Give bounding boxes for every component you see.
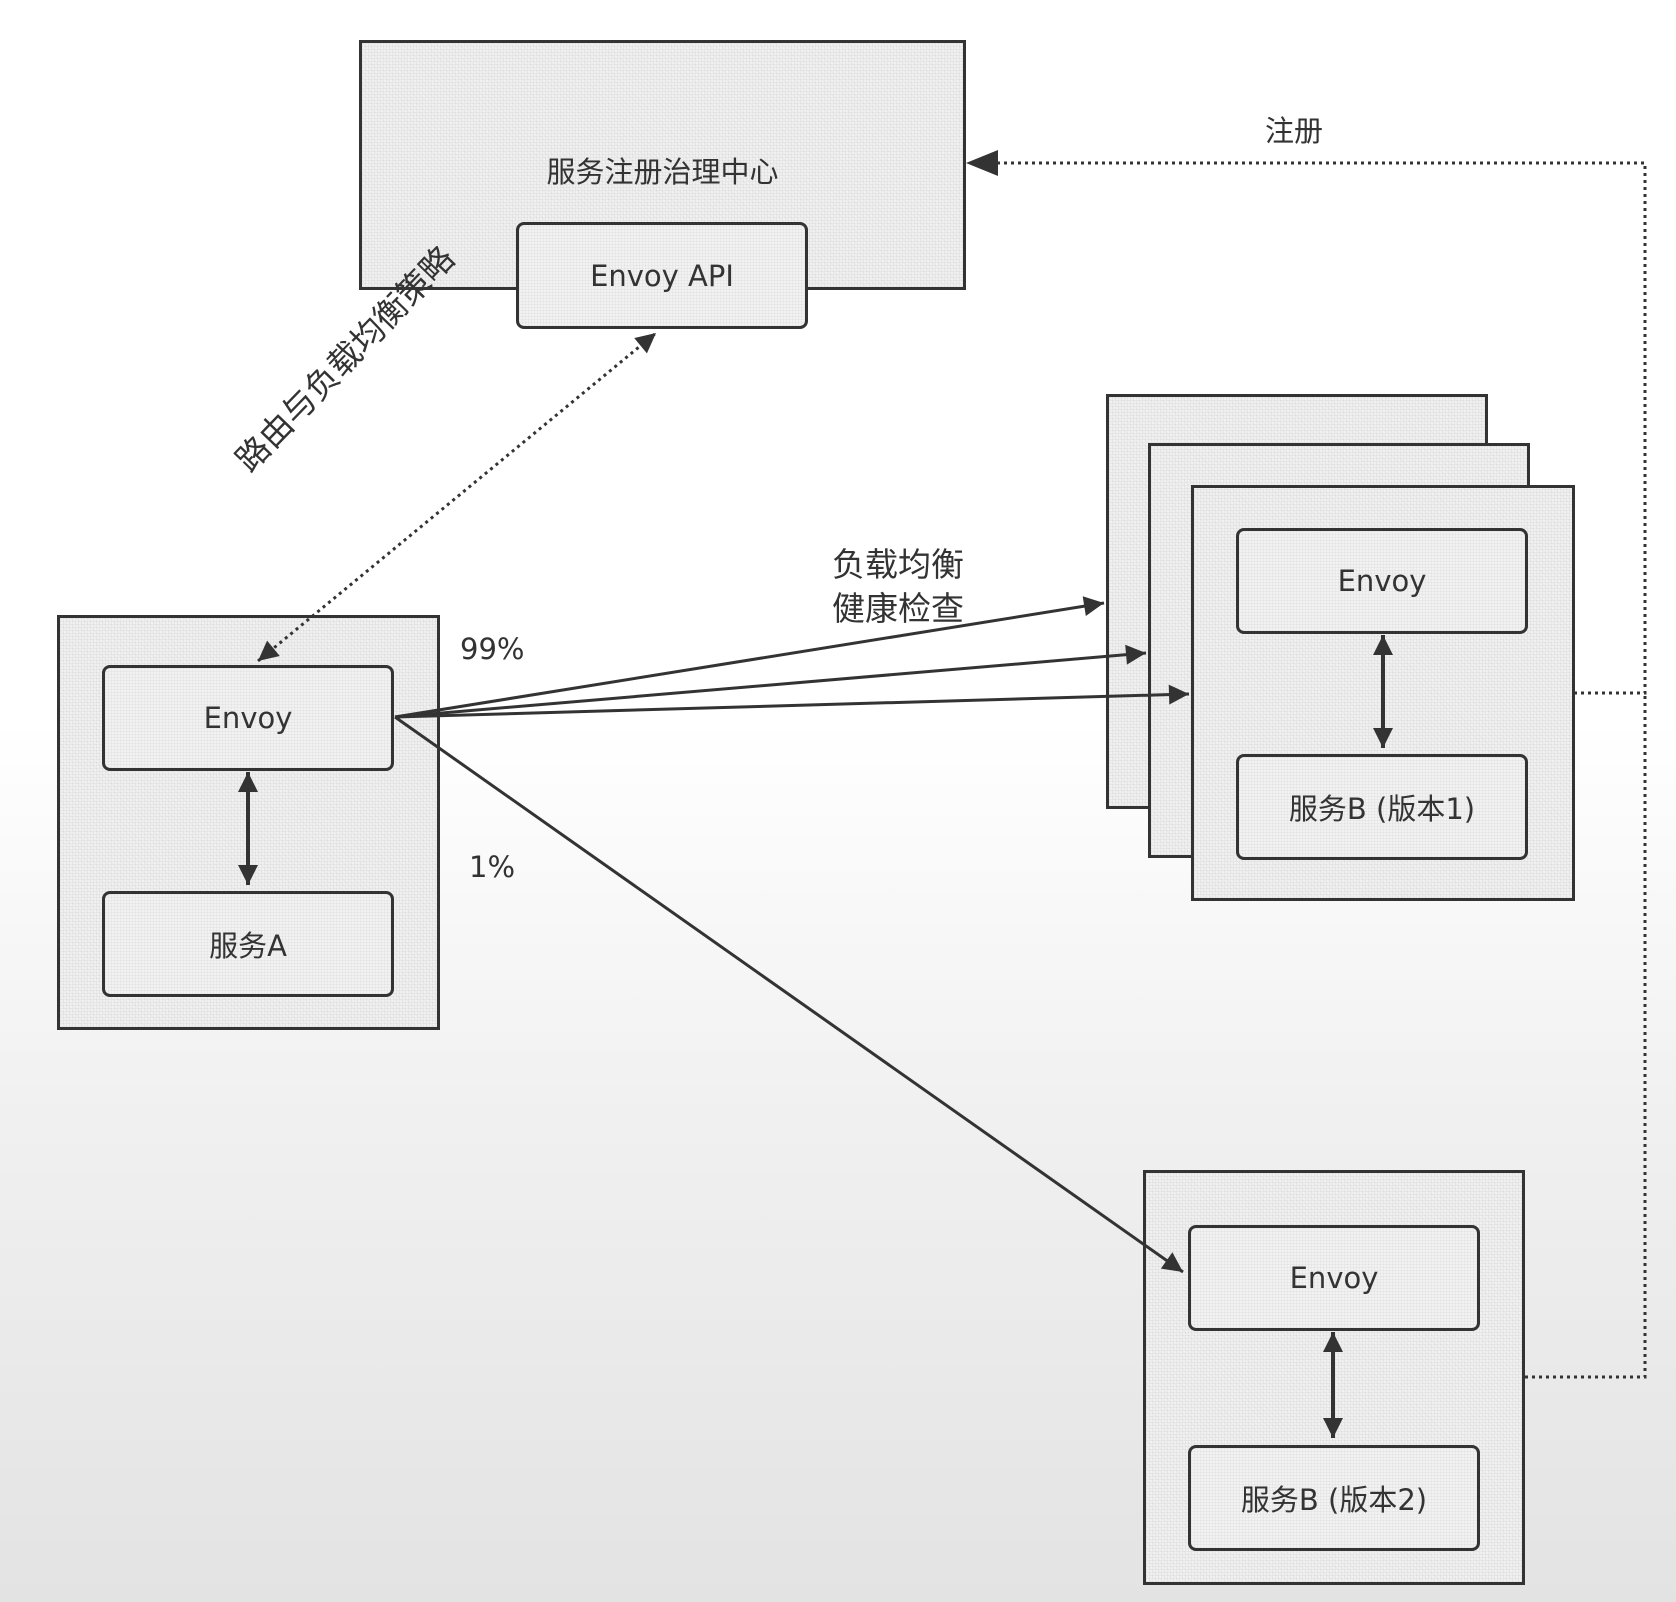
service-b-v1-label: 服务B (版本1): [1288, 792, 1476, 826]
envoy-api-box: Envoy API: [516, 222, 808, 329]
service-b-v2-envoy-box: Envoy: [1188, 1225, 1480, 1331]
lb-label-line1: 负载均衡: [832, 545, 964, 584]
registry-center-box: 服务注册治理中心: [359, 40, 966, 290]
register-label: 注册: [1265, 114, 1324, 148]
service-b-v2-box: 服务B (版本2): [1188, 1445, 1480, 1551]
service-a-container: Envoy 服务A: [57, 615, 440, 1030]
service-b-v1-instance-front: Envoy 服务B (版本1): [1191, 485, 1575, 901]
service-a-envoy-label: Envoy: [203, 701, 293, 735]
registry-center-title: 服务注册治理中心: [546, 155, 779, 189]
register-line-v1: [985, 161, 1647, 695]
service-b-v1-envoy-label: Envoy: [1337, 564, 1427, 598]
service-b-v2-envoy-label: Envoy: [1289, 1261, 1379, 1295]
service-a-box: 服务A: [102, 891, 394, 997]
lb-label-line2: 健康检查: [832, 589, 964, 628]
service-b-v2-container: Envoy 服务B (版本2): [1143, 1170, 1525, 1585]
percent-v1-label: 99%: [460, 632, 525, 666]
service-b-v2-label: 服务B (版本2): [1240, 1483, 1428, 1517]
service-b-v1-envoy-box: Envoy: [1236, 528, 1528, 634]
service-a-label: 服务A: [209, 929, 287, 963]
envoy-api-label: Envoy API: [590, 258, 734, 293]
service-b-v1-box: 服务B (版本1): [1236, 754, 1528, 860]
percent-v2-label: 1%: [469, 850, 516, 884]
service-a-envoy-box: Envoy: [102, 665, 394, 771]
register-line-v2: [1525, 693, 1647, 1379]
